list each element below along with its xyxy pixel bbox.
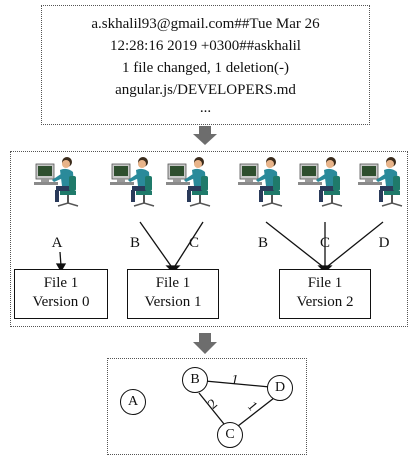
file-version: Version 2	[296, 294, 354, 310]
graph-node-b: B	[182, 367, 208, 393]
author-label: D	[378, 235, 390, 251]
graph-node-d: D	[267, 375, 293, 401]
file-version-box: File 1 Version 2	[279, 269, 371, 319]
commit-line-3: 1 file changed, 1 deletion(-)	[121, 60, 289, 76]
commit-record-box: a.skhalil93@gmail.com##Tue Mar 26 12:28:…	[41, 5, 370, 125]
file-version: Version 1	[144, 294, 202, 310]
file-version-box: File 1 Version 1	[127, 269, 219, 319]
graph-node-a: A	[120, 389, 146, 415]
commit-line-ellipsis: ...	[199, 100, 212, 116]
file-name: File 1	[307, 275, 343, 291]
contribution-arrowhead	[55, 263, 67, 273]
file-name: File 1	[155, 275, 191, 291]
collaboration-graph-panel	[107, 358, 307, 455]
commit-line-4: angular.js/DEVELOPERS.md	[115, 82, 296, 98]
down-arrow-icon	[193, 126, 217, 145]
author-label: B	[129, 235, 140, 251]
commit-line-2: 12:28:16 2019 +0300##askhalil	[110, 38, 301, 54]
graph-edge-b-d	[204, 380, 271, 388]
contribution-arrow	[265, 221, 323, 267]
down-arrow-icon	[193, 333, 217, 354]
file-name: File 1	[43, 275, 79, 291]
contribution-arrow	[174, 221, 204, 267]
graph-edge-c-d	[237, 397, 275, 427]
commit-line-1: a.skhalil93@gmail.com##Tue Mar 26	[91, 16, 320, 32]
author-label: A	[51, 235, 63, 251]
versions-panel	[10, 151, 408, 327]
file-version: Version 0	[32, 294, 90, 310]
contribution-arrow	[139, 221, 172, 267]
author-label: C	[319, 235, 330, 251]
graph-edge-b-c	[198, 392, 225, 425]
graph-node-c: C	[217, 422, 243, 448]
contribution-arrow	[327, 221, 384, 267]
author-label: C	[188, 235, 199, 251]
author-label: B	[257, 235, 268, 251]
file-version-box: File 1 Version 0	[14, 269, 108, 319]
